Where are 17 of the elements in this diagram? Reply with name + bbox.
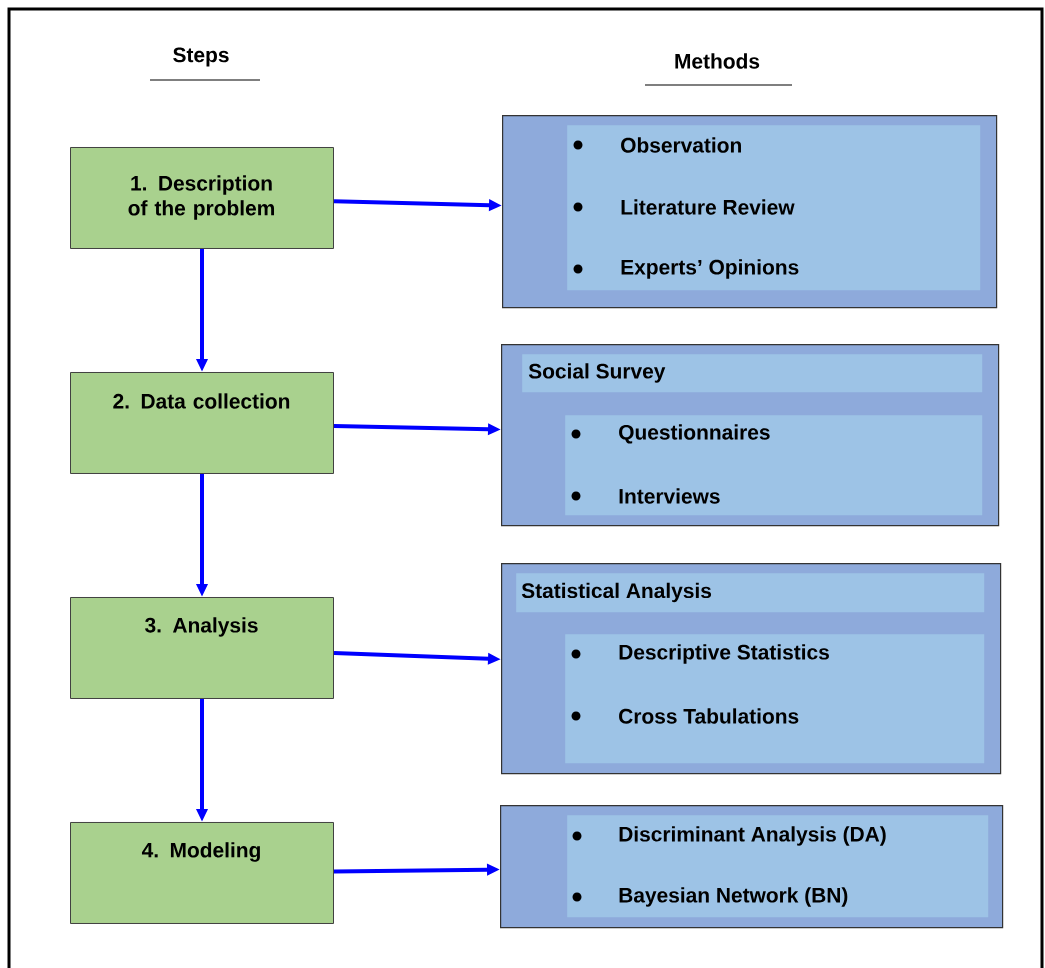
bullet-item: Observation xyxy=(573,137,741,153)
bullet-item: Experts’ Opinions xyxy=(573,259,799,279)
step-box: 4. Modeling xyxy=(70,822,334,924)
column-heading: Methods xyxy=(644,53,793,86)
step-box: 1. Description of the problem xyxy=(70,147,334,249)
heading-band: Social Survey xyxy=(522,354,983,393)
bullet-item: Descriptive Statistics xyxy=(571,644,829,664)
column-heading: Steps xyxy=(149,47,261,81)
bullet-item: Interviews xyxy=(571,488,720,504)
step-box: 3. Analysis xyxy=(70,597,334,699)
heading-band: Statistical Analysis xyxy=(516,573,985,613)
bullet-item: Discriminant Analysis (DA) xyxy=(572,826,886,846)
bullet-item: Cross Tabulations xyxy=(571,708,799,724)
bullet-item: Literature Review xyxy=(573,199,795,215)
bullet-item: Questionnaires xyxy=(571,424,770,444)
step-box: 2. Data collection xyxy=(70,372,334,474)
bullet-item: Bayesian Network (BN) xyxy=(572,887,848,907)
